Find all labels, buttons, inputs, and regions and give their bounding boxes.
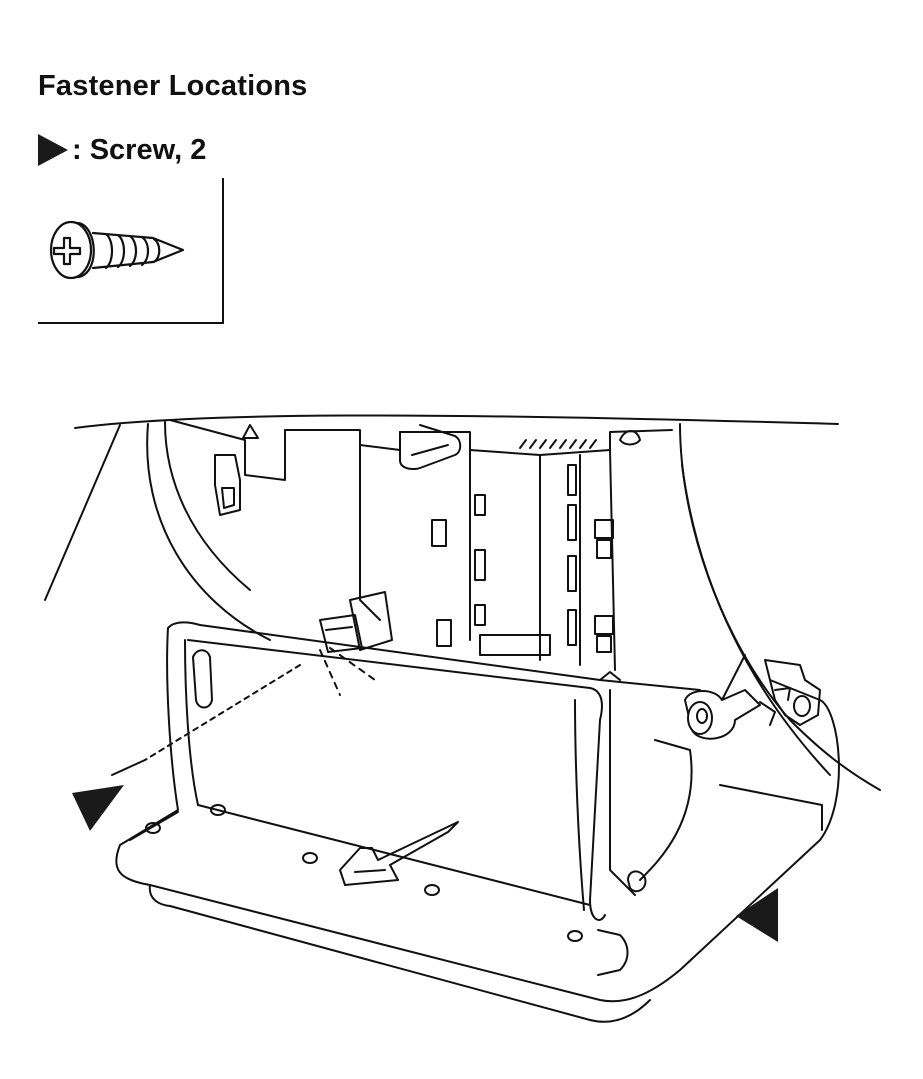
screw-detail-box — [38, 178, 224, 324]
diagram-title: Fastener Locations — [38, 70, 308, 102]
fastener-legend: : Screw, 2 — [36, 130, 206, 170]
screw-marker-left-icon — [72, 785, 124, 831]
triangle-marker-icon — [38, 134, 68, 166]
phillips-screw-icon — [49, 220, 185, 280]
legend-label: : Screw, 2 — [72, 133, 207, 166]
screw-marker-right-icon — [736, 888, 778, 942]
